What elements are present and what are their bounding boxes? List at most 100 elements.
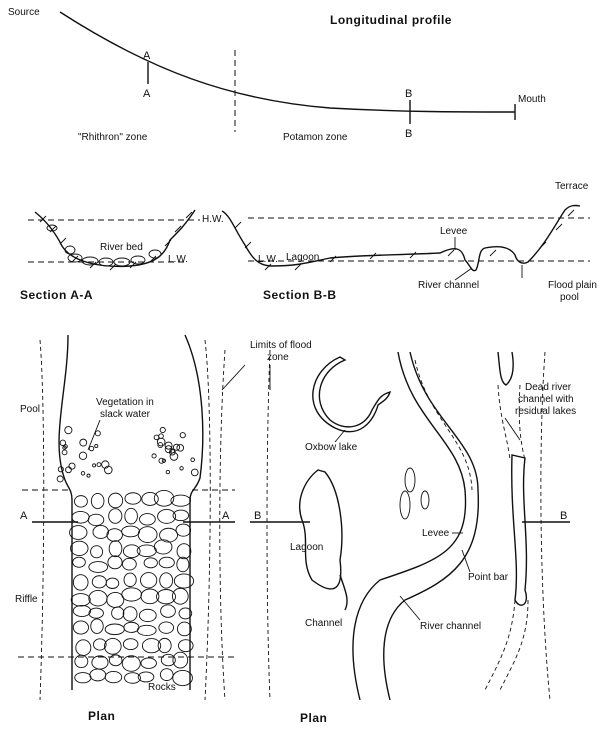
vegetation-mark xyxy=(164,441,173,450)
rock xyxy=(121,655,141,672)
vegetation-mark xyxy=(79,438,88,447)
rock xyxy=(107,555,123,570)
rock xyxy=(177,621,192,637)
levee-label-b: Levee xyxy=(440,226,468,237)
rock xyxy=(138,608,157,623)
profile-title: Longitudinal profile xyxy=(330,13,452,27)
vegetation-mark xyxy=(61,449,68,456)
vegetation-mark xyxy=(92,463,97,468)
riffle-label: Riffle xyxy=(15,594,38,605)
dead-channel-label: Dead river xyxy=(525,382,572,393)
rock xyxy=(140,588,160,605)
rock xyxy=(170,494,191,507)
rock xyxy=(172,651,189,669)
rock xyxy=(74,654,89,669)
rock xyxy=(160,653,176,667)
rock xyxy=(157,637,172,654)
rhithron-label: "Rhithron" zone xyxy=(78,132,148,143)
a-bottom-label: A xyxy=(143,88,151,100)
flood-plain-pool-label-2: pool xyxy=(560,292,579,303)
rock xyxy=(108,508,123,524)
vegetation-mark xyxy=(173,443,181,451)
vegetation-mark xyxy=(63,444,68,449)
a-left-label: A xyxy=(20,510,28,522)
section-b-b: L.W. Lagoon Levee Terrace River channel … xyxy=(221,181,597,303)
rock xyxy=(137,671,155,683)
pool-label: Pool xyxy=(20,404,40,415)
levee-label: Levee xyxy=(422,528,450,539)
dead-channel-label-2: channel with xyxy=(518,394,574,405)
rock xyxy=(157,509,177,524)
rock xyxy=(108,540,123,558)
rock xyxy=(74,672,92,684)
vegetation-mark xyxy=(94,430,101,437)
rock xyxy=(172,669,193,687)
rock xyxy=(143,557,158,569)
rock xyxy=(93,638,107,651)
rock xyxy=(176,543,192,560)
section-b-title: Section B-B xyxy=(263,288,337,302)
plan-left-title: Plan xyxy=(88,709,115,723)
rock xyxy=(70,593,91,607)
flood-plain-pool-label: Flood plain xyxy=(548,280,597,291)
longitudinal-profile: Longitudinal profile Source Mouth A A B … xyxy=(8,7,546,143)
vegetation-mark xyxy=(153,434,160,441)
rock xyxy=(72,604,92,617)
vegetation-mark xyxy=(179,432,186,439)
lagoon-shape xyxy=(299,469,343,590)
vegetation-mark xyxy=(159,426,166,434)
plan-right: Oxbow lake Lagoon Channel River channel … xyxy=(250,351,576,725)
rock xyxy=(172,509,190,522)
lagoon-label-b: Lagoon xyxy=(286,252,319,263)
vegetation-mark xyxy=(65,466,72,474)
rock xyxy=(141,492,159,506)
profile-curve xyxy=(59,11,516,113)
rock xyxy=(105,577,120,589)
vegetation-label: Vegetation in xyxy=(96,397,154,408)
vegetation-mark xyxy=(156,437,166,447)
vegetation-mark xyxy=(57,466,64,473)
vegetation-mark xyxy=(157,442,164,448)
river-bed-stones xyxy=(46,224,162,267)
rock xyxy=(139,513,156,526)
vegetation-mark xyxy=(190,457,196,463)
rock xyxy=(72,620,89,635)
flood-zone-label-2: zone xyxy=(267,352,289,363)
channel-label: Channel xyxy=(305,618,342,629)
rock xyxy=(106,528,123,542)
hw-label: H.W. xyxy=(202,214,224,225)
rock xyxy=(124,507,138,525)
rock xyxy=(159,572,174,589)
mouth-label: Mouth xyxy=(518,94,546,105)
rock xyxy=(111,606,125,620)
section-a-title: Section A-A xyxy=(20,288,93,302)
terrace-label: Terrace xyxy=(555,181,589,192)
oxbow-label: Oxbow lake xyxy=(305,442,358,453)
vegetation-mark xyxy=(94,443,99,449)
rock xyxy=(136,624,157,636)
vegetation-mark xyxy=(164,445,173,454)
vegetation-mark xyxy=(101,460,110,469)
lagoon-label: Lagoon xyxy=(290,542,323,553)
rock xyxy=(159,527,179,543)
rock xyxy=(69,525,88,540)
lw-label-a: L.W. xyxy=(168,254,188,265)
b-right-label: B xyxy=(560,510,567,522)
vegetation-mark xyxy=(88,445,95,452)
rock xyxy=(121,587,142,602)
river-bed-label: River bed xyxy=(100,242,143,253)
rock xyxy=(89,668,107,682)
rock xyxy=(88,561,109,573)
rock xyxy=(123,572,137,588)
vegetation-mark xyxy=(190,468,199,477)
rock xyxy=(178,607,193,620)
vegetation-label-2: slack water xyxy=(100,409,151,420)
rock xyxy=(91,655,109,670)
rock xyxy=(88,590,108,607)
rock xyxy=(87,513,105,527)
rock xyxy=(108,654,123,667)
rock xyxy=(156,589,176,605)
rocks-label: Rocks xyxy=(148,682,176,693)
rock xyxy=(91,575,107,589)
